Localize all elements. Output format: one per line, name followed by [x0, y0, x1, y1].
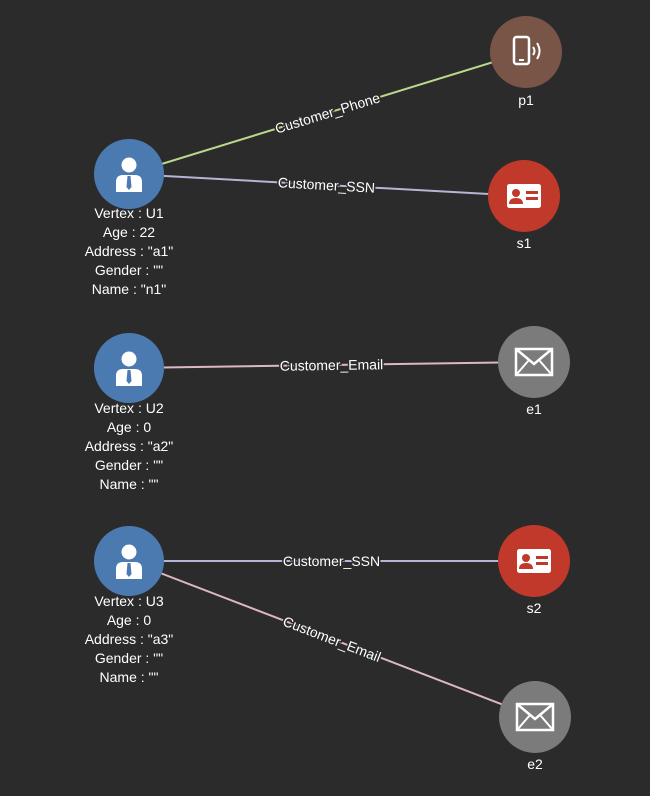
node-label-line: e2	[527, 756, 543, 772]
node-u3[interactable]: Vertex : U3 Age : 0 Address : "a3" Gender :…	[85, 526, 174, 685]
node-s1[interactable]: s1	[488, 160, 560, 251]
node-u2[interactable]: Vertex : U2 Age : 0 Address : "a2" Gender :…	[85, 333, 174, 492]
node-label-line: s2	[527, 600, 542, 616]
node-label-line: Address : "a1"	[85, 243, 174, 259]
node-label-line: Age : 22	[103, 224, 155, 240]
node-u1[interactable]: Vertex : U1 Age : 22 Address : "a1" Gender …	[85, 139, 174, 297]
node-circle[interactable]	[94, 333, 164, 403]
phone-icon	[512, 35, 541, 66]
id-card-icon	[517, 549, 551, 573]
edge-label: Customer_SSN	[277, 174, 375, 195]
node-circle[interactable]	[490, 16, 562, 88]
node-label-line: e1	[526, 401, 542, 417]
node-circle[interactable]	[94, 526, 164, 596]
node-p1[interactable]: p1	[490, 16, 562, 108]
node-circle[interactable]	[94, 139, 164, 209]
node-e2[interactable]: e2	[499, 681, 571, 772]
edge-label: Customer_Phone	[273, 89, 382, 136]
edge-label: Customer_Email	[281, 613, 383, 665]
node-label-line: Name : ""	[100, 476, 159, 492]
node-label-line: Gender : ""	[95, 262, 163, 278]
edge-line[interactable]	[128, 51, 527, 175]
node-label-line: Gender : ""	[95, 650, 163, 666]
edge-u2-e1[interactable]: Customer_Email	[128, 355, 535, 375]
envelope-icon	[515, 702, 555, 732]
node-label-line: Address : "a3"	[85, 631, 174, 647]
edge-u3-e2[interactable]: Customer_Email	[128, 560, 536, 718]
edge-line[interactable]	[128, 173, 525, 197]
envelope-icon	[514, 347, 554, 377]
node-e1[interactable]: e1	[498, 326, 570, 417]
edge-label: Customer_SSN	[283, 553, 380, 569]
node-label-line: p1	[518, 92, 534, 108]
node-label-line: Vertex : U2	[94, 400, 163, 416]
node-label-line: Age : 0	[107, 612, 152, 628]
node-label-line: Address : "a2"	[85, 438, 174, 454]
edge-label: Customer_Email	[280, 356, 384, 374]
edge-u1-s1[interactable]: Customer_SSN	[128, 173, 525, 197]
node-label-line: Age : 0	[107, 419, 152, 435]
edge-u3-s2[interactable]: Customer_SSN	[129, 552, 534, 571]
node-s2[interactable]: s2	[498, 525, 570, 616]
id-card-icon	[507, 184, 541, 208]
user-icon	[116, 157, 142, 192]
edge-line[interactable]	[128, 361, 535, 369]
user-icon	[116, 351, 142, 386]
node-circle[interactable]	[499, 681, 571, 753]
node-label-line: s1	[517, 235, 532, 251]
edge-line[interactable]	[128, 560, 536, 718]
node-label-line: Vertex : U1	[94, 205, 163, 221]
node-label-line: Vertex : U3	[94, 593, 163, 609]
user-icon	[116, 544, 142, 579]
node-circle[interactable]	[498, 326, 570, 398]
node-label-line: Name : ""	[100, 669, 159, 685]
edge-u1-p1[interactable]: Customer_Phone	[128, 51, 527, 175]
nodes-layer: Vertex : U1 Age : 22 Address : "a1" Gender …	[85, 16, 571, 772]
node-label-line: Gender : ""	[95, 457, 163, 473]
node-label-line: Name : "n1"	[92, 281, 167, 297]
